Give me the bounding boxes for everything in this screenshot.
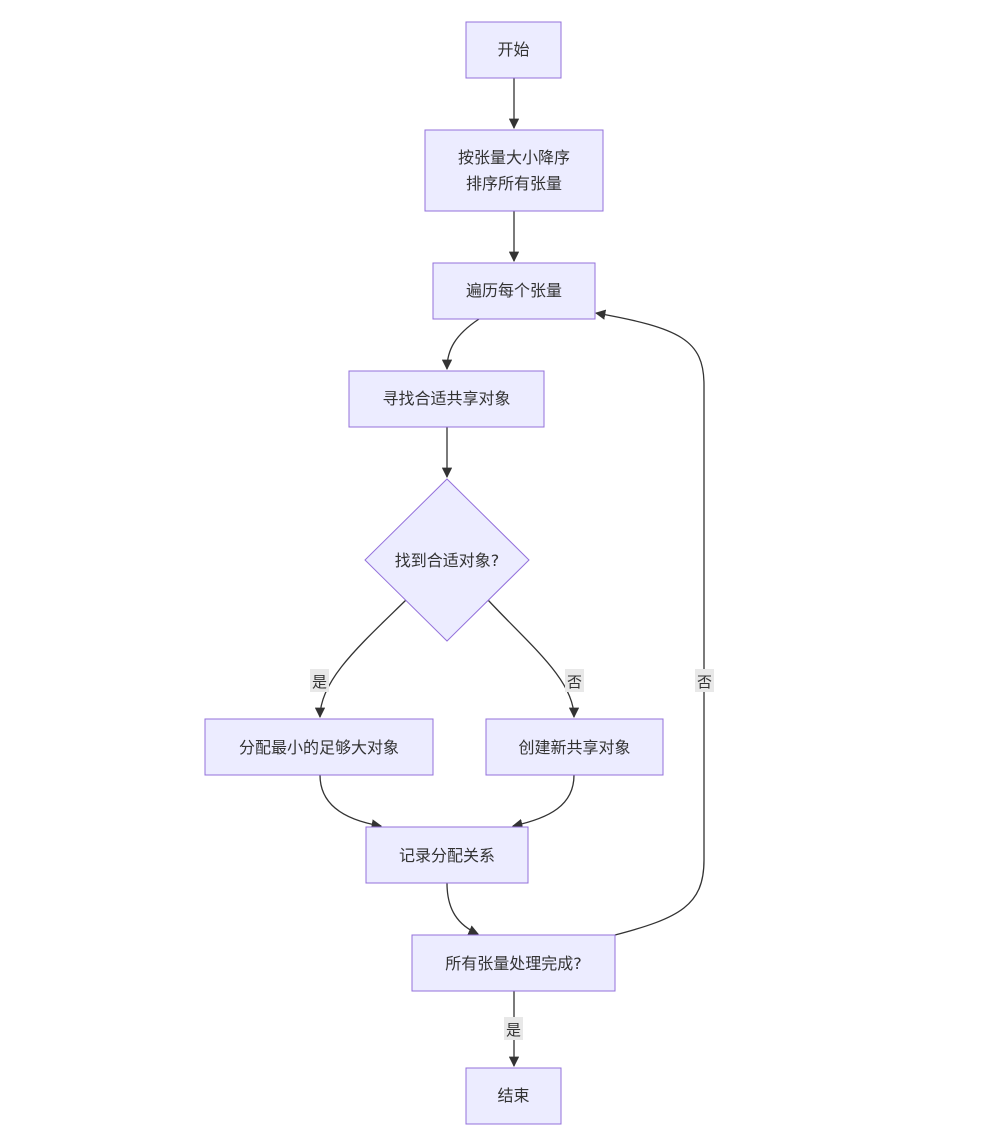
svg-text:记录分配关系: 记录分配关系: [399, 846, 495, 865]
svg-text:排序所有张量: 排序所有张量: [466, 174, 562, 193]
node-find: 寻找合适共享对象: [348, 370, 545, 428]
svg-text:是: 是: [506, 1021, 521, 1039]
edge-decision-yes-to-alloc: [314, 599, 407, 719]
svg-text:创建新共享对象: 创建新共享对象: [518, 738, 630, 757]
node-decision-done: 所有张量处理完成?: [411, 934, 616, 992]
edge-alloc-to-record: [319, 774, 383, 830]
node-record: 记录分配关系: [365, 826, 529, 884]
svg-text:分配最小的足够大对象: 分配最小的足够大对象: [239, 738, 399, 757]
edge-record-to-done: [446, 882, 479, 935]
edge-label-found-no: 否: [565, 669, 584, 692]
edge-label-found-yes: 是: [310, 669, 329, 692]
svg-text:是: 是: [312, 673, 327, 691]
node-create-new: 创建新共享对象: [485, 718, 664, 776]
edge-iterate-to-find: [441, 318, 480, 371]
svg-text:所有张量处理完成?: 所有张量处理完成?: [445, 954, 582, 973]
node-sort: 按张量大小降序 排序所有张量: [424, 129, 604, 212]
svg-text:结束: 结束: [497, 1086, 529, 1105]
node-decision-found: 找到合适对象?: [364, 478, 530, 642]
node-start: 开始: [465, 21, 562, 79]
edge-create-to-record: [511, 774, 575, 830]
svg-text:寻找合适共享对象: 寻找合适共享对象: [382, 389, 510, 408]
svg-text:按张量大小降序: 按张量大小降序: [458, 148, 570, 167]
edge-label-done-yes: 是: [504, 1017, 523, 1040]
edge-decision-no-to-create: [487, 599, 580, 719]
node-alloc-smallest: 分配最小的足够大对象: [204, 718, 434, 776]
edge-done-no-to-iterate: [594, 309, 705, 936]
svg-text:遍历每个张量: 遍历每个张量: [466, 281, 562, 300]
node-end: 结束: [465, 1067, 562, 1125]
svg-text:找到合适对象?: 找到合适对象?: [395, 551, 500, 570]
svg-text:否: 否: [697, 673, 712, 691]
svg-text:否: 否: [567, 673, 582, 691]
edge-label-done-no: 否: [695, 669, 714, 692]
node-iterate: 遍历每个张量: [432, 262, 596, 320]
svg-text:开始: 开始: [497, 40, 529, 59]
